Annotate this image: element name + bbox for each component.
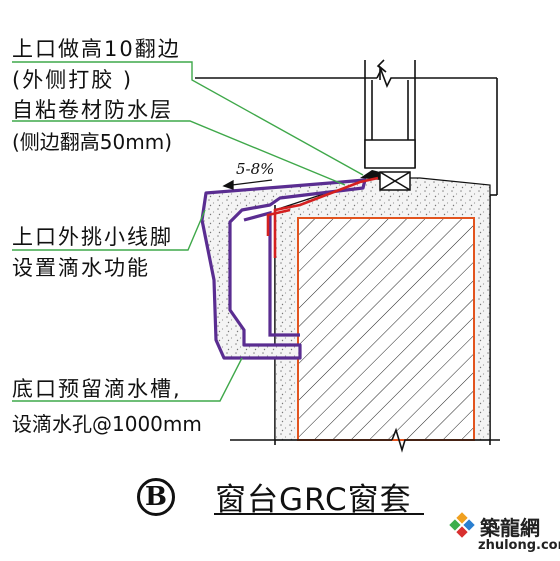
break-lines [195,68,500,453]
title-underline [214,513,424,515]
label-drip-line1: 上口外挑小线脚 [12,225,173,249]
watermark-logo [449,512,475,538]
label-membrane-line2: (侧边翻高50mm) [12,130,173,154]
window-frame [360,139,416,191]
slope-label: 5-8% [236,160,275,178]
label-top-edge-line2: (外侧打胶 ) [12,68,134,92]
label-membrane-line1: 自粘卷材防水层 [12,98,173,122]
leader-lines [12,61,364,402]
label-drip-line2: 设置滴水功能 [12,256,150,280]
detail-title: 窗台GRC窗套 [215,482,412,518]
detail-marker: B [137,478,175,516]
brick-hatch [297,217,475,441]
label-groove-line2: 设滴水孔@1000mm [12,412,202,436]
membrane-upturn [266,208,291,236]
label-top-edge-line1: 上口做高10翻边 [12,37,181,61]
grc-casing-profile [200,178,367,360]
waterproof-membrane [273,176,379,258]
watermark-url: zhulong.com [478,538,560,553]
slope-arrow [222,179,273,190]
grc-inner-return [243,210,300,337]
label-groove-line1: 底口预留滴水槽, [12,377,182,401]
watermark-brand: 築龍網 [480,516,540,540]
